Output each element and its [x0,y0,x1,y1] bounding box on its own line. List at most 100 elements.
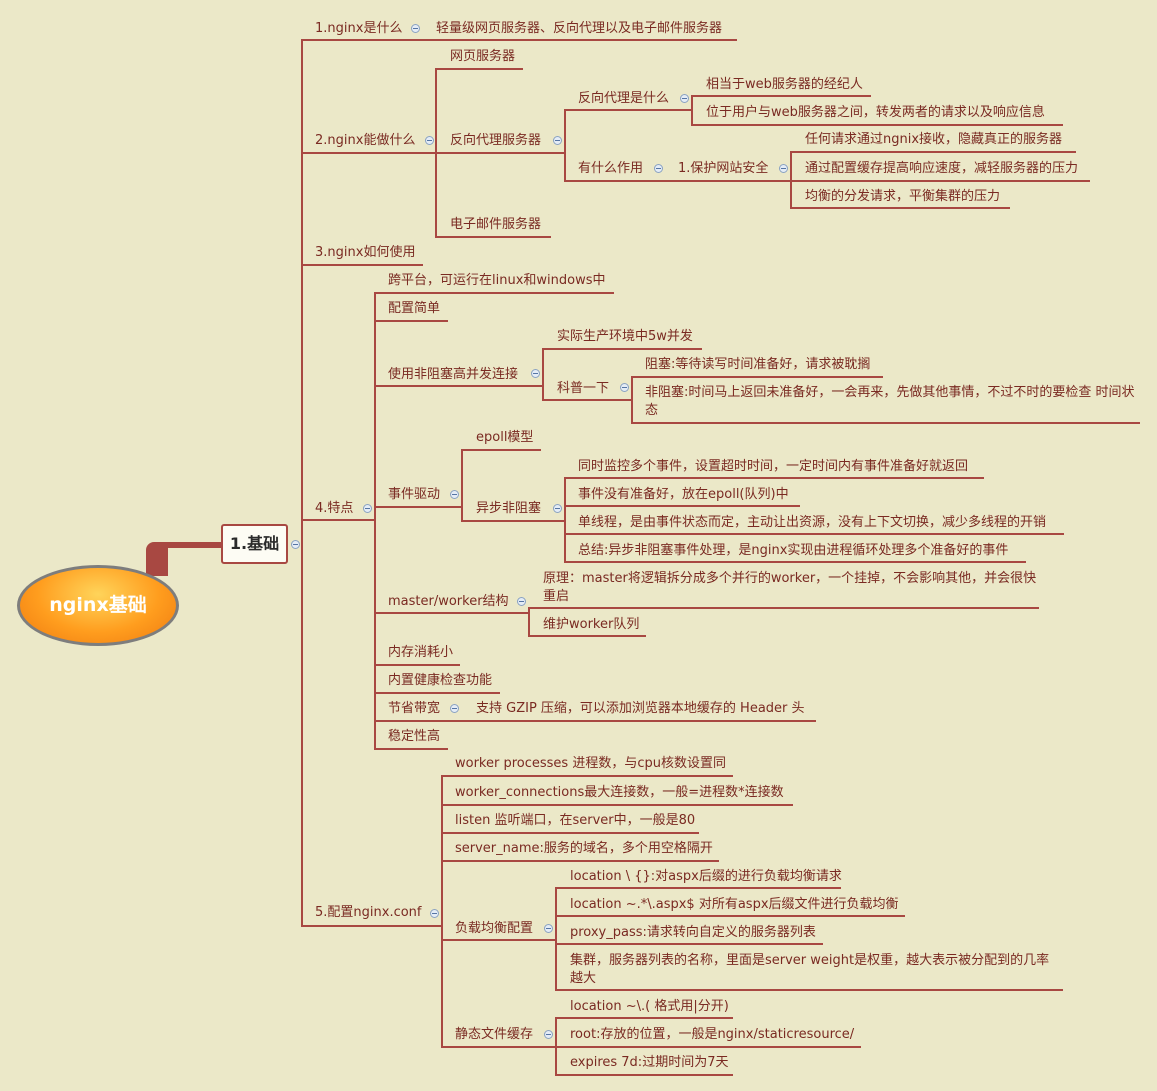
web-server-underline [435,68,523,70]
node-f-ev-epoll[interactable]: epoll模型 [476,430,534,445]
node-rp-sec-3[interactable]: 均衡的分发请求，平衡集群的压力 [805,189,1001,204]
node-features[interactable]: 4.特点 [315,501,354,516]
node-what-is-answer[interactable]: 轻量级网页服务器、反向代理以及电子邮件服务器 [436,21,723,36]
node-f-health[interactable]: 内置健康检查功能 [388,673,493,688]
node-rp-sec-1[interactable]: 任何请求通过ngnix接收，隐藏真正的服务器 [805,132,1063,147]
rp-sec-1-underline [790,151,1076,153]
node-f-ev-a2[interactable]: 事件没有准备好，放在epoll(队列)中 [578,487,789,502]
node-c-st-3[interactable]: expires 7d:过期时间为7天 [570,1055,729,1070]
node-how-use[interactable]: 3.nginx如何使用 [315,245,416,260]
node-f-ev-a1[interactable]: 同时监控多个事件，设置超时时间，一定时间内有事件准备好就返回 [578,459,969,474]
node-mail-server[interactable]: 电子邮件服务器 [450,217,542,232]
collapse-toggle-icon[interactable] [654,164,663,173]
collapse-toggle-icon[interactable] [450,490,459,499]
f-mw-2-underline [528,635,646,637]
node-c-st-2[interactable]: root:存放的位置，一般是nginx/staticresource/ [570,1027,855,1042]
node-c-lb-1[interactable]: location \ {}:对aspx后缀的进行负载均衡请求 [570,869,842,884]
collapse-toggle-icon[interactable] [430,909,439,918]
node-rp-use-security[interactable]: 1.保护网站安全 [678,161,769,176]
collapse-toggle-icon[interactable] [411,24,420,33]
node-f-nb-prod[interactable]: 实际生产环境中5w并发 [557,329,693,344]
node-f-nonblock[interactable]: 使用非阻塞高并发连接 [388,367,519,382]
lb-connector [555,888,557,990]
collapse-toggle-icon[interactable] [680,94,689,103]
what-is-underline [301,39,737,41]
collapse-toggle-icon[interactable] [517,597,526,606]
node-f-bw[interactable]: 节省带宽 [388,701,441,716]
rp-server-underline [435,152,564,154]
node-f-mw-1[interactable]: 原理：master将逻辑拆分成多个并行的worker，一个挂掉，不会影响其他，并… [543,571,1037,604]
node-f-nb-sci[interactable]: 科普一下 [557,381,610,396]
node-f-ev-a3[interactable]: 单线程，是由事件状态而定，主动让出资源，没有上下文切换，减少多线程的开销 [578,515,1047,530]
collapse-toggle-icon[interactable] [553,136,562,145]
node-web-server[interactable]: 网页服务器 [450,49,516,64]
node-f-bw-1[interactable]: 支持 GZIP 压缩，可以添加浏览器本地缓存的 Header 头 [476,701,805,716]
conf-underline [301,925,441,927]
node-f-cross[interactable]: 跨平台，可运行在linux和windows中 [388,273,606,288]
node-f-nb-block[interactable]: 阻塞:等待读写时间准备好，请求被耽搁 [645,357,871,372]
node-rp-what-2[interactable]: 位于用户与web服务器之间，转发两者的请求以及响应信息 [706,105,1045,120]
node-c-lb-3[interactable]: proxy_pass:请求转向自定义的服务器列表 [570,925,816,940]
node-rp-use[interactable]: 有什么作用 [578,161,644,176]
collapse-toggle-icon[interactable] [363,504,372,513]
c-wp-underline [441,775,733,777]
c-sn-underline [441,860,719,862]
rp-use-underline [564,180,790,182]
f-mw-underline [374,612,528,614]
node-f-ev-async[interactable]: 异步非阻塞 [476,501,542,516]
async-connector [564,478,566,562]
node-f-ev-a4[interactable]: 总结:异步非阻塞事件处理，是nginx实现由进程循环处理多个准备好的事件 [578,543,1009,558]
f-mem-underline [374,664,460,666]
node-f-nb-nonblock[interactable]: 非阻塞:时间马上返回未准备好，一会再来，先做其他事情，不过不时的要检查 时间状态 [645,385,1135,418]
collapse-toggle-icon[interactable] [553,504,562,513]
f-ev-a3-underline [564,533,1064,535]
node-c-wp[interactable]: worker processes 进程数，与cpu核数设置同 [455,756,726,771]
node-f-mem[interactable]: 内存消耗小 [388,645,454,660]
rp-sec-3-underline [790,207,1010,209]
c-st-3-underline [555,1074,733,1076]
branch-node-basics[interactable]: 1.基础 [221,524,288,564]
collapse-toggle-icon[interactable] [531,369,540,378]
rp-what-connector [691,96,693,125]
f-mw-1-underline [528,607,1039,609]
collapse-toggle-icon[interactable] [544,924,553,933]
node-c-wc[interactable]: worker_connections最大连接数，一般=进程数*连接数 [455,785,784,800]
node-c-st-1[interactable]: location ~\.( 格式用|分开) [570,999,729,1014]
node-reverse-proxy-server[interactable]: 反向代理服务器 [450,133,542,148]
node-f-stable[interactable]: 稳定性高 [388,729,441,744]
collapse-toggle-icon[interactable] [425,136,434,145]
node-rp-what-1[interactable]: 相当于web服务器的经纪人 [706,77,863,92]
node-c-lb-2[interactable]: location ~.*\.aspx$ 对所有aspx后缀文件进行负载均衡 [570,897,899,912]
node-c-listen[interactable]: listen 监听端口，在server中，一般是80 [455,813,696,828]
node-c-sn[interactable]: server_name:服务的域名，多个用空格隔开 [455,841,713,856]
collapse-toggle-icon[interactable] [620,383,629,392]
root-node[interactable]: nginx基础 [17,565,179,646]
features-underline [301,519,375,521]
node-rp-sec-2[interactable]: 通过配置缓存提高响应速度，减轻服务器的压力 [805,161,1079,176]
collapse-toggle-icon[interactable] [291,540,300,549]
collapse-toggle-icon[interactable] [544,1030,553,1039]
node-c-static[interactable]: 静态文件缓存 [455,1027,534,1042]
c-st-2-underline [555,1046,861,1048]
c-lb-3-underline [555,943,823,945]
node-f-mw[interactable]: master/worker结构 [388,594,509,609]
node-f-simple[interactable]: 配置简单 [388,301,441,316]
node-c-lb-4[interactable]: 集群，服务器列表的名称，里面是server weight是权重，越大表示被分配到… [570,953,1050,986]
conf-connector [441,776,443,1047]
c-lb-4-underline [555,989,1063,991]
node-can-do[interactable]: 2.nginx能做什么 [315,133,416,148]
event-connector [461,450,463,521]
collapse-toggle-icon[interactable] [779,164,788,173]
node-f-mw-2[interactable]: 维护worker队列 [543,617,640,632]
f-ev-a1-underline [564,477,984,479]
collapse-toggle-icon[interactable] [450,704,459,713]
node-rp-what[interactable]: 反向代理是什么 [578,91,670,106]
node-what-is[interactable]: 1.nginx是什么 [315,21,403,36]
c-lb-2-underline [555,915,905,917]
node-c-lb[interactable]: 负载均衡配置 [455,921,534,936]
node-conf[interactable]: 5.配置nginx.conf [315,905,422,920]
f-bw-underline [374,720,816,722]
node-f-event[interactable]: 事件驱动 [388,487,441,502]
c-static-underline [441,1046,555,1048]
c-lb-1-underline [555,887,841,889]
